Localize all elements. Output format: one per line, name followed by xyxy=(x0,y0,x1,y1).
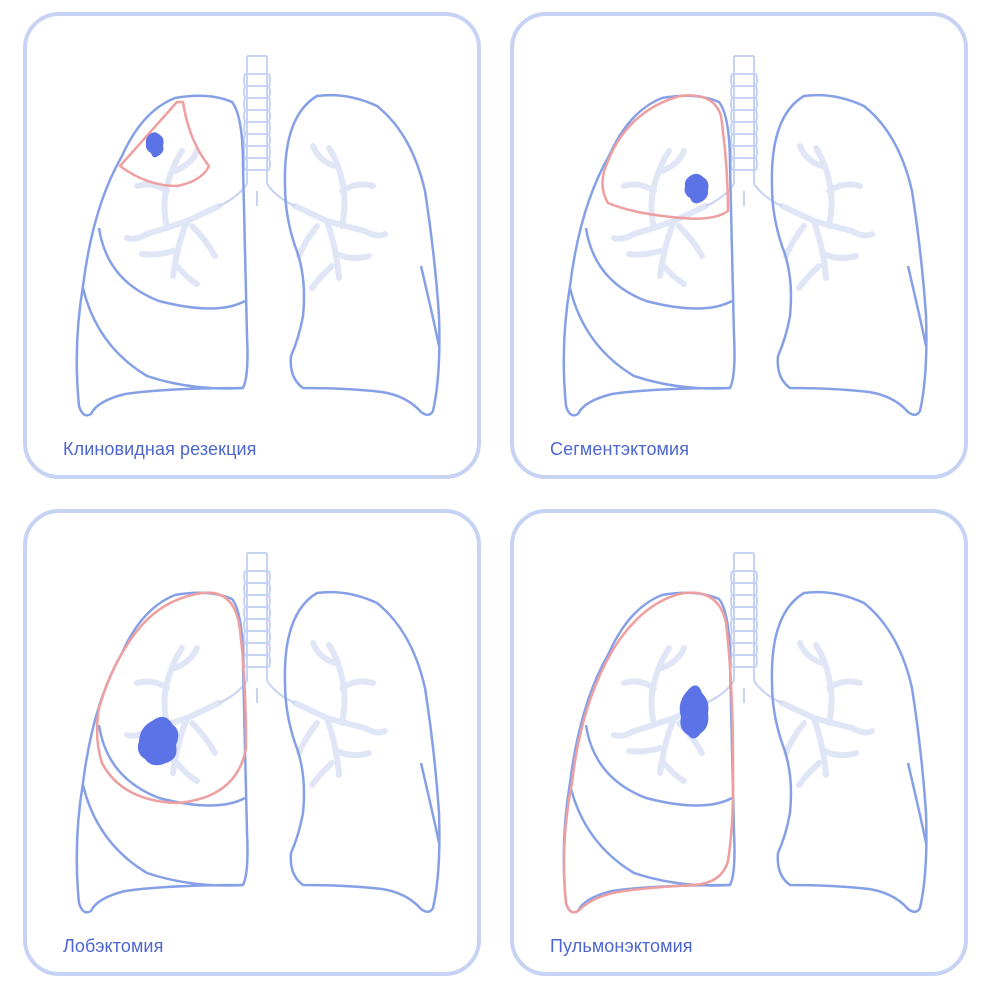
panel-caption: Сегментэктомия xyxy=(550,439,690,459)
lung-diagram-segment xyxy=(562,55,928,417)
trachea xyxy=(218,55,296,207)
tumor xyxy=(684,173,709,204)
lobe-resection-outline xyxy=(95,591,248,805)
pneumonectomy-outline xyxy=(562,591,735,914)
trachea xyxy=(218,552,296,704)
bronchial-tree xyxy=(614,146,872,288)
tumor xyxy=(145,132,164,158)
panel-wedge-resection: Клиновидная резекция xyxy=(23,12,481,479)
panel-caption: Пульмонэктомия xyxy=(550,936,693,956)
panel-caption: Клиновидная резекция xyxy=(63,439,257,459)
trachea xyxy=(705,55,783,207)
tumor xyxy=(679,685,709,739)
lung-diagram-lobe xyxy=(75,552,441,914)
panel-segmentectomy: Сегментэктомия xyxy=(510,12,968,479)
panel-caption: Лобэктомия xyxy=(63,936,164,956)
bronchial-tree xyxy=(127,146,385,288)
lungs-outline xyxy=(75,93,441,417)
panel-lobectomy: Лобэктомия xyxy=(23,509,481,976)
segment-resection-outline xyxy=(601,94,730,220)
bronchial-tree xyxy=(614,643,872,785)
trachea xyxy=(705,552,783,704)
lung-diagram-wedge xyxy=(75,55,441,417)
tumor xyxy=(137,716,179,766)
bronchial-tree xyxy=(127,643,385,785)
wedge-resection-outline xyxy=(118,100,211,188)
panel-pneumonectomy: Пульмонэктомия xyxy=(510,509,968,976)
lung-diagram-pneumo xyxy=(562,552,928,914)
